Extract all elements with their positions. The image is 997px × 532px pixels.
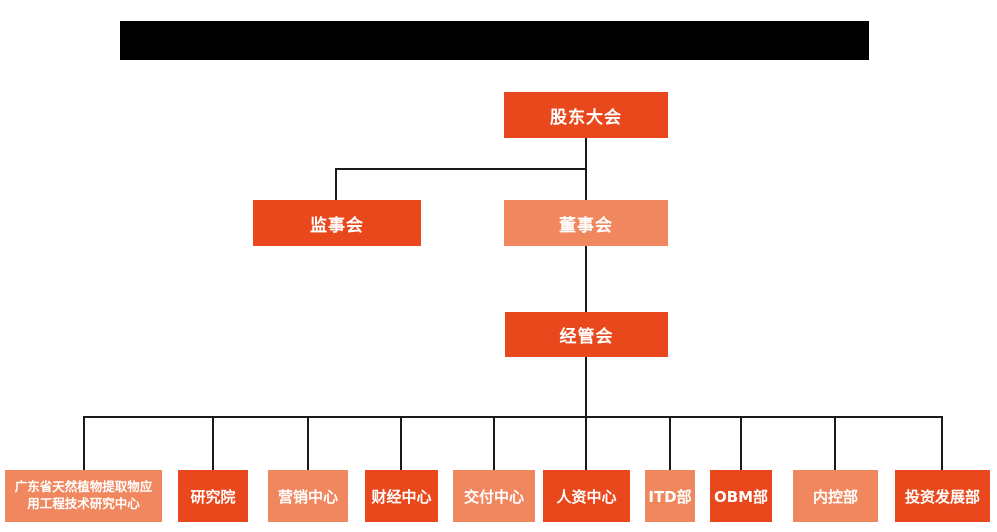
org-node-dept-research-institute: 研究院 xyxy=(178,470,248,522)
org-node-dept-obm: OBM部 xyxy=(710,470,772,522)
org-node-shareholders-meeting: 股东大会 xyxy=(504,92,668,138)
connector-drop-delivery-center xyxy=(493,416,495,470)
connector-drop-marketing-center xyxy=(307,416,309,470)
org-node-dept-finance-center: 财经中心 xyxy=(365,470,438,522)
connector-drop-hr-center xyxy=(585,416,587,470)
connector-board-to-management xyxy=(585,246,587,312)
org-node-dept-delivery-center: 交付中心 xyxy=(453,470,535,522)
connector-drop-internal-control xyxy=(834,416,836,470)
connector-management-down xyxy=(585,357,587,417)
connector-drop-research-center xyxy=(83,416,85,470)
org-node-dept-internal-control: 内控部 xyxy=(793,470,878,522)
connector-supervisory-drop xyxy=(335,168,337,200)
redacted-title-bar xyxy=(120,21,869,60)
connector-department-bus xyxy=(83,416,943,418)
org-node-dept-plant-extract-research-center: 广东省天然植物提取物应用工程技术研究中心 xyxy=(5,470,162,522)
connector-drop-investment-development xyxy=(941,416,943,470)
connector-drop-finance-center xyxy=(400,416,402,470)
connector-branch-horizontal xyxy=(335,168,587,170)
connector-drop-itd xyxy=(669,416,671,470)
org-node-board-of-directors: 董事会 xyxy=(504,200,668,246)
org-node-management-committee: 经管会 xyxy=(505,312,668,357)
org-node-dept-itd: ITD部 xyxy=(645,470,695,522)
org-node-dept-hr-center: 人资中心 xyxy=(543,470,630,522)
org-node-dept-marketing-center: 营销中心 xyxy=(268,470,348,522)
connector-drop-research-institute xyxy=(212,416,214,470)
connector-drop-obm xyxy=(740,416,742,470)
org-node-dept-investment-development: 投资发展部 xyxy=(895,470,990,522)
org-node-supervisory-board: 监事会 xyxy=(253,200,421,246)
